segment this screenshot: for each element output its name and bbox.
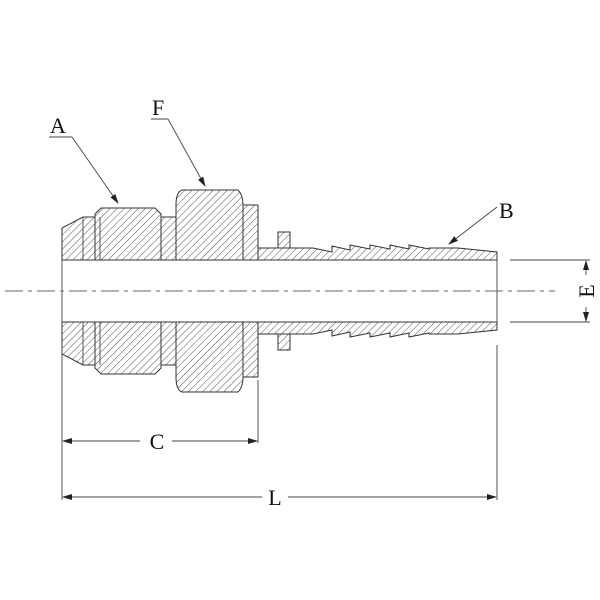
flange-upper [242, 204, 259, 261]
body-neck-lower [160, 321, 177, 366]
callout-b-label: B [499, 198, 514, 223]
tube-upper [257, 244, 498, 261]
leader-arrow-icon [167, 118, 206, 187]
callout-a-label: A [50, 113, 66, 138]
nut-end-upper [61, 216, 101, 261]
dimension-c-label: C [150, 429, 165, 454]
leader-arrow-icon [448, 206, 498, 245]
callout-f-label: F [152, 95, 164, 120]
dimension-e-label: E [574, 284, 599, 297]
dimension-l: L [62, 345, 498, 510]
callout-b: B [448, 198, 514, 245]
collar-lower [277, 333, 291, 351]
nut-a-lower [94, 321, 162, 375]
hex-f-lower [175, 321, 244, 393]
callout-f: F [151, 95, 206, 187]
dimension-l-label: L [268, 485, 281, 510]
dimension-e: E [510, 259, 599, 323]
flange-lower [242, 321, 259, 378]
upper-section [61, 189, 498, 261]
lower-section [61, 321, 498, 393]
body-neck-upper [160, 216, 177, 261]
callout-a: A [49, 113, 119, 204]
hex-f-upper [175, 189, 244, 261]
dimension-c: C [61, 345, 259, 500]
collar-upper [277, 231, 291, 249]
tube-lower [257, 321, 498, 338]
nut-end-lower [61, 321, 101, 366]
nut-a-upper [94, 207, 162, 261]
leader-arrow-icon [71, 136, 119, 204]
